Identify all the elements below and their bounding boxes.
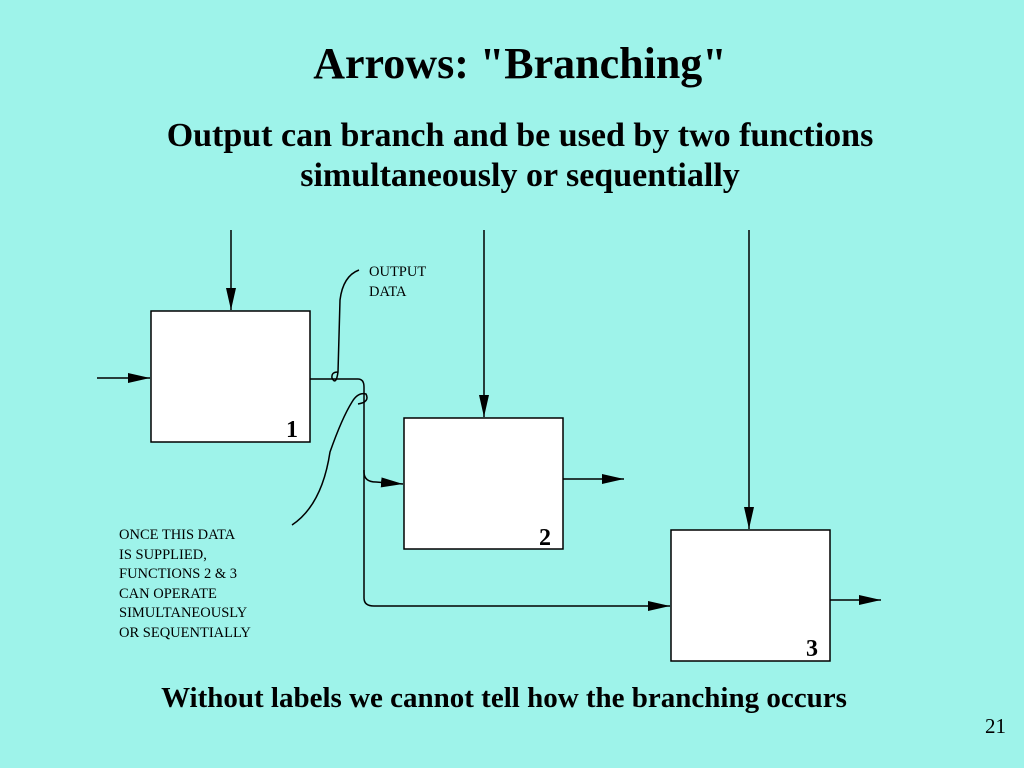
branch-arrow-to-box-3 xyxy=(363,470,670,611)
slide-subtitle: Output can branch and be used by two fun… xyxy=(60,116,980,196)
note-line-3: FUNCTIONS 2 & 3 xyxy=(119,566,238,582)
output-data-label-line-1: OUTPUT xyxy=(369,264,426,280)
note-line-1: ONCE THIS DATA xyxy=(119,527,236,543)
function-box-3 xyxy=(670,529,831,662)
output-data-callout xyxy=(331,269,360,382)
box-2-number: 2 xyxy=(539,525,551,551)
function-box-1 xyxy=(150,310,311,443)
page-number: 21 xyxy=(985,714,1006,738)
function-box-2 xyxy=(403,417,564,550)
subtitle-line-1: Output can branch and be used by two fun… xyxy=(166,117,874,154)
branching-note: ONCE THIS DATA IS SUPPLIED, FUNCTIONS 2 … xyxy=(119,526,251,643)
note-line-6: OR SEQUENTIALLY xyxy=(119,624,251,641)
note-callout xyxy=(291,392,368,526)
slide-title: Arrows: "Branching" xyxy=(313,39,727,88)
slide-footer: Without labels we cannot tell how the br… xyxy=(161,682,847,714)
subtitle-line-2: simultaneously or sequentially xyxy=(300,157,740,194)
box-3-number: 3 xyxy=(806,636,818,662)
output-data-label-line-2: DATA xyxy=(369,284,407,300)
note-line-4: CAN OPERATE xyxy=(119,585,217,602)
branch-arrow-to-box-2 xyxy=(310,378,404,488)
box-1-number: 1 xyxy=(286,417,298,443)
note-line-2: IS SUPPLIED, xyxy=(119,546,207,563)
note-line-5: SIMULTANEOUSLY xyxy=(119,605,248,621)
